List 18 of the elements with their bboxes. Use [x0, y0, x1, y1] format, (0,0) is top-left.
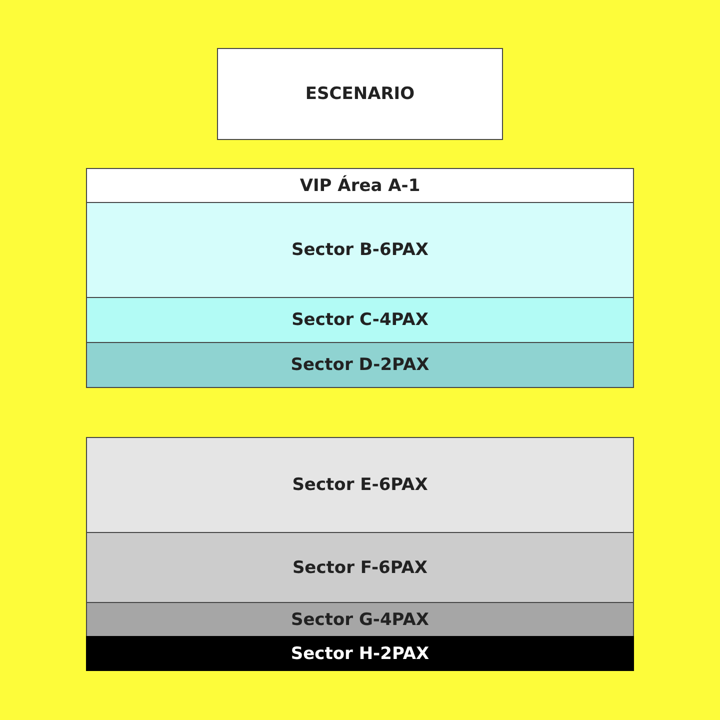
- seating-section: [86, 202, 634, 298]
- stage-box: [217, 48, 503, 140]
- seating-section: [86, 168, 634, 203]
- stage-label: ESCENARIO: [305, 84, 415, 104]
- section-label: Sector D-2PAX: [290, 355, 430, 375]
- section-label: Sector C-4PAX: [292, 310, 428, 330]
- section-label: Sector F-6PAX: [292, 558, 428, 578]
- section-label: Sector E-6PAX: [292, 475, 428, 495]
- seating-section: [86, 602, 634, 637]
- section-label: Sector H-2PAX: [290, 644, 430, 664]
- seating-section: [86, 636, 634, 671]
- seating-section: [86, 437, 634, 533]
- seating-section: [86, 342, 634, 388]
- section-label: Sector B-6PAX: [292, 240, 428, 260]
- section-label: Sector G-4PAX: [291, 610, 429, 630]
- section-label: VIP Área A-1: [300, 176, 420, 196]
- seating-section: [86, 532, 634, 603]
- seating-section: [86, 297, 634, 343]
